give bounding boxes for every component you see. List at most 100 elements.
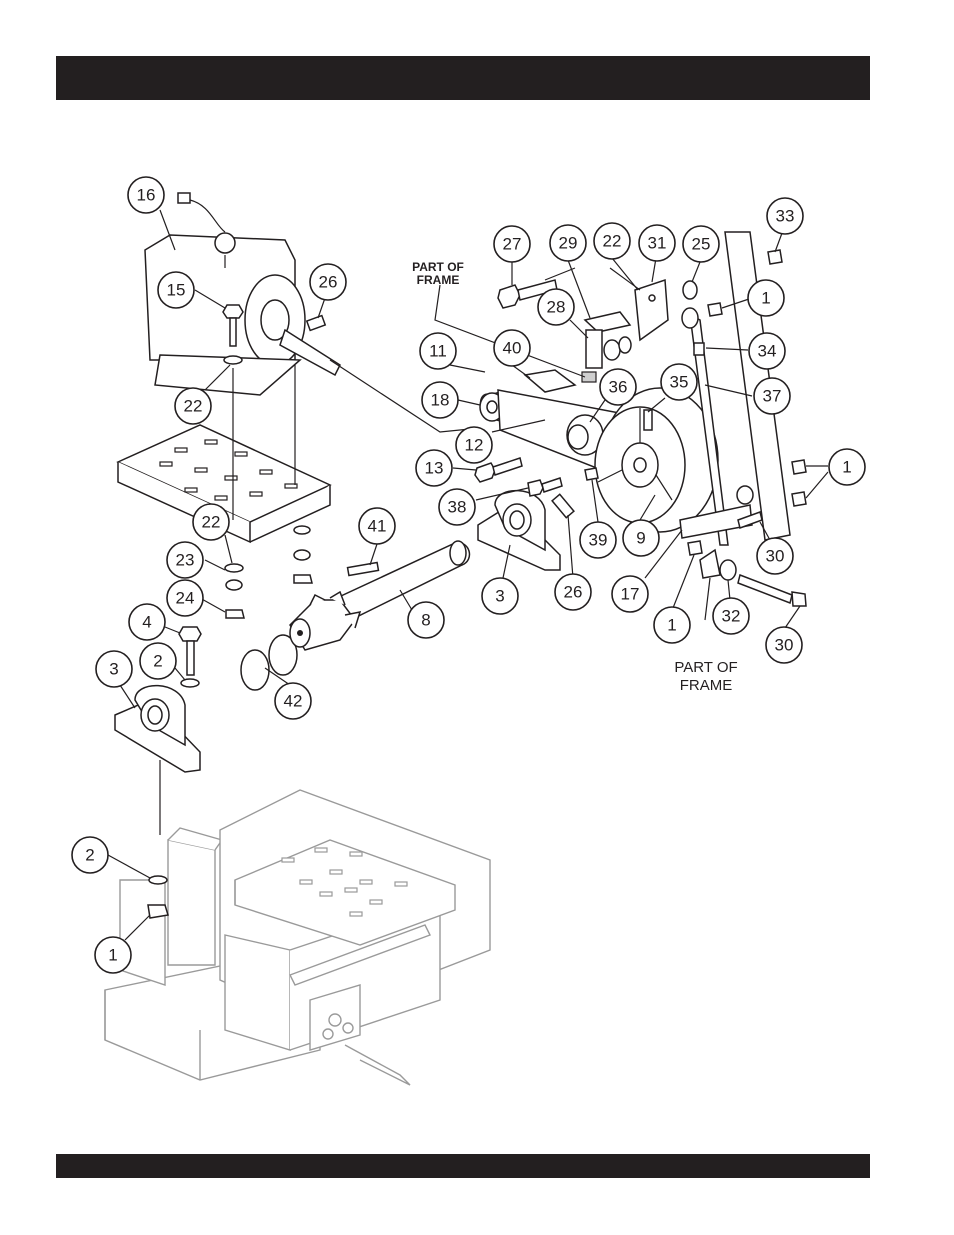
bearing-left bbox=[115, 686, 200, 835]
callout: 38 bbox=[439, 489, 475, 525]
callout: 33 bbox=[767, 198, 803, 234]
washer-25 bbox=[683, 281, 697, 299]
bearing-right bbox=[478, 491, 560, 570]
svg-text:8: 8 bbox=[421, 611, 430, 630]
svg-text:3: 3 bbox=[495, 587, 504, 606]
callout: 37 bbox=[754, 378, 790, 414]
callout: 9 bbox=[623, 520, 659, 556]
svg-text:27: 27 bbox=[503, 235, 522, 254]
callout: 42 bbox=[275, 683, 311, 719]
callout: 17 bbox=[612, 576, 648, 612]
key-26 bbox=[552, 494, 574, 517]
callout: 30 bbox=[766, 627, 802, 663]
svg-text:1: 1 bbox=[761, 289, 770, 308]
svg-text:30: 30 bbox=[766, 547, 785, 566]
svg-text:3: 3 bbox=[109, 660, 118, 679]
svg-text:1: 1 bbox=[842, 458, 851, 477]
callout: 25 bbox=[683, 226, 719, 262]
callout: 26 bbox=[310, 264, 346, 300]
svg-text:16: 16 bbox=[137, 186, 156, 205]
svg-text:13: 13 bbox=[425, 459, 444, 478]
frame-assembly bbox=[105, 790, 490, 1085]
svg-text:30: 30 bbox=[775, 636, 794, 655]
svg-text:36: 36 bbox=[609, 378, 628, 397]
callout: 3 bbox=[96, 651, 132, 687]
washer-2-lower bbox=[149, 876, 167, 884]
svg-text:2: 2 bbox=[85, 846, 94, 865]
callout: 27 bbox=[494, 226, 530, 262]
svg-text:40: 40 bbox=[503, 339, 522, 358]
svg-text:37: 37 bbox=[763, 387, 782, 406]
callout: 28 bbox=[538, 289, 574, 325]
callout: 4 bbox=[129, 604, 165, 640]
callout: 32 bbox=[713, 598, 749, 634]
svg-text:18: 18 bbox=[431, 391, 450, 410]
svg-text:22: 22 bbox=[184, 397, 203, 416]
callout: 13 bbox=[416, 450, 452, 486]
callout: 34 bbox=[749, 333, 785, 369]
nut-1-lower bbox=[148, 905, 168, 918]
callout: 39 bbox=[580, 522, 616, 558]
bolt-38 bbox=[528, 478, 562, 496]
svg-text:28: 28 bbox=[547, 298, 566, 317]
callout: 3 bbox=[482, 578, 518, 614]
svg-text:26: 26 bbox=[319, 273, 338, 292]
callout: 31 bbox=[639, 225, 675, 261]
callout: 22 bbox=[193, 504, 229, 540]
svg-text:31: 31 bbox=[648, 234, 667, 253]
svg-text:39: 39 bbox=[589, 531, 608, 550]
svg-text:33: 33 bbox=[776, 207, 795, 226]
callout: 1 bbox=[748, 280, 784, 316]
svg-text:9: 9 bbox=[636, 529, 645, 548]
svg-text:11: 11 bbox=[429, 342, 447, 361]
frame-label-top-line1: PART OF bbox=[412, 260, 464, 274]
callout: 15 bbox=[158, 272, 194, 308]
svg-text:29: 29 bbox=[559, 234, 578, 253]
callout: 1 bbox=[95, 937, 131, 973]
callout: 16 bbox=[128, 177, 164, 213]
svg-text:22: 22 bbox=[603, 232, 622, 251]
callout: 35 bbox=[661, 364, 697, 400]
callout: 1 bbox=[829, 449, 865, 485]
svg-text:15: 15 bbox=[167, 281, 186, 300]
callout: 11 bbox=[420, 333, 456, 369]
svg-text:35: 35 bbox=[670, 373, 689, 392]
svg-text:26: 26 bbox=[564, 583, 583, 602]
callout: 26 bbox=[555, 574, 591, 610]
svg-text:32: 32 bbox=[722, 607, 741, 626]
svg-text:12: 12 bbox=[465, 436, 484, 455]
callout: 30 bbox=[757, 538, 793, 574]
callout: 8 bbox=[408, 602, 444, 638]
callout: 1 bbox=[654, 607, 690, 643]
callout: 24 bbox=[167, 580, 203, 616]
svg-text:1: 1 bbox=[667, 616, 676, 635]
frame-label-bottom-line1: PART OF bbox=[674, 659, 737, 676]
callout: 22 bbox=[175, 388, 211, 424]
svg-text:25: 25 bbox=[692, 235, 711, 254]
svg-text:41: 41 bbox=[368, 517, 387, 536]
frame-label-bottom-line2: FRAME bbox=[680, 677, 733, 694]
svg-text:34: 34 bbox=[758, 342, 777, 361]
callout: 18 bbox=[422, 382, 458, 418]
callout: 41 bbox=[359, 508, 395, 544]
callout: 23 bbox=[167, 542, 203, 578]
svg-text:42: 42 bbox=[284, 692, 303, 711]
svg-text:2: 2 bbox=[153, 652, 162, 671]
svg-text:24: 24 bbox=[176, 589, 195, 608]
frame-label-top-line2: FRAME bbox=[417, 273, 460, 287]
callout: 36 bbox=[600, 369, 636, 405]
nut-33 bbox=[768, 250, 782, 264]
retaining-rings bbox=[241, 635, 297, 690]
tensioner bbox=[582, 280, 668, 382]
svg-text:17: 17 bbox=[621, 585, 640, 604]
callout: 29 bbox=[550, 225, 586, 261]
svg-text:4: 4 bbox=[142, 613, 151, 632]
svg-text:23: 23 bbox=[176, 551, 195, 570]
svg-text:22: 22 bbox=[202, 513, 221, 532]
shaft-8 bbox=[290, 541, 469, 650]
bolt-4 bbox=[179, 627, 201, 687]
svg-text:38: 38 bbox=[448, 498, 467, 517]
callout: 2 bbox=[72, 837, 108, 873]
pulley-9 bbox=[595, 388, 718, 532]
